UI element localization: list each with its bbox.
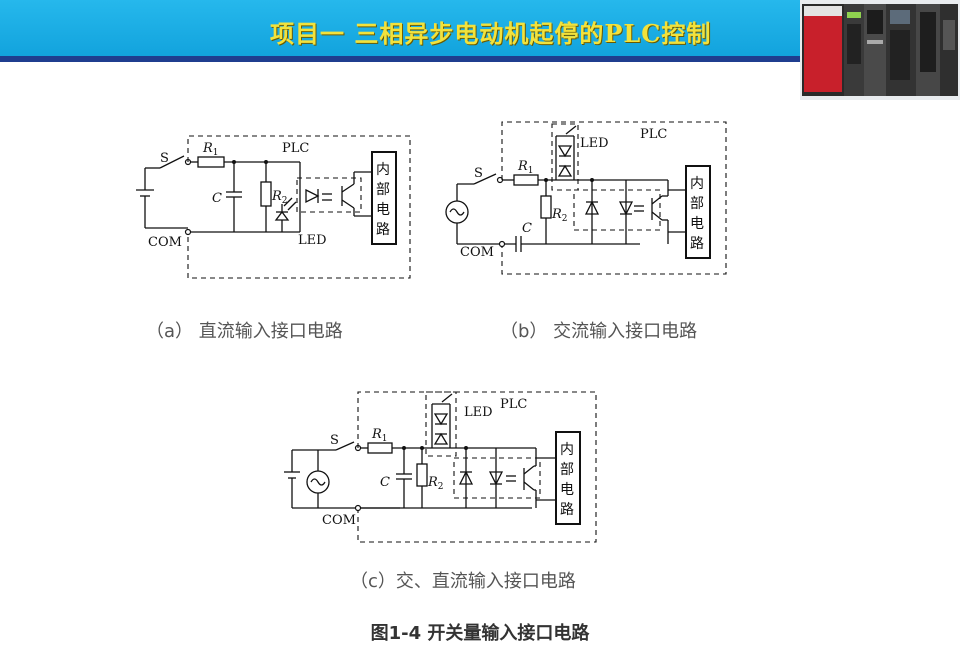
internal-circuit-box: 内 部 电 路 [371,151,397,245]
page-title: 项目一 三相异步电动机起停的PLC控制 [270,19,712,48]
svg-text:R1: R1 [517,159,534,176]
plc-boundary: PLC [498,121,727,275]
svg-text:LED: LED [464,405,493,420]
svg-text:电: 电 [560,482,574,498]
diagram-ac-input: S R1 R2 C COM LED [445,121,727,275]
diagram-acdc-input: S R1 C R2 LED [284,391,597,543]
svg-text:S: S [330,433,339,448]
battery-symbol [136,168,154,228]
svg-text:电: 电 [690,216,704,232]
ac-source-symbol [445,184,469,244]
plc-boundary: PLC COM [322,391,597,543]
svg-text:COM: COM [148,235,182,250]
led-indicator: LED [274,197,327,248]
figure-title: 图1-4 开关量输入接口电路 [370,623,590,644]
svg-text:PLC: PLC [282,141,309,156]
svg-text:路: 路 [376,222,390,238]
resistor-r2: R2 [416,446,444,508]
battery-symbol [284,450,300,508]
svg-text:R2: R2 [427,475,444,492]
led-indicator-pair: LED [425,391,493,457]
resistor-r2: R2 [260,160,288,232]
plc-boundary: PLC COM [148,135,411,279]
header-underline [0,56,800,62]
header: 项目一 三相异步电动机起停的PLC控制 [0,0,960,100]
svg-text:C: C [522,221,532,236]
svg-text:C: C [380,475,390,490]
ac-source-symbol [306,450,330,508]
capacitor-c: C [212,160,242,232]
svg-text:部: 部 [376,182,390,198]
optocoupler [573,180,686,244]
svg-text:内: 内 [560,442,574,458]
svg-text:LED: LED [580,136,609,151]
svg-text:R1: R1 [202,141,219,158]
header-bar [0,0,800,56]
svg-text:内: 内 [690,176,704,192]
optocoupler [296,162,372,232]
svg-text:S: S [160,151,169,166]
svg-text:R1: R1 [371,427,388,444]
svg-text:内: 内 [376,162,390,178]
switch-s: S [159,151,192,169]
svg-text:路: 路 [690,236,704,252]
svg-text:S: S [474,166,483,181]
caption-a: （a） 直流输入接口电路 [146,321,343,342]
capacitor-c: C [380,446,412,508]
svg-text:电: 电 [376,202,390,218]
svg-text:部: 部 [560,462,574,478]
caption-b: （b） 交流输入接口电路 [500,321,698,342]
resistor-r1: R1 [367,427,393,454]
svg-text:COM: COM [322,513,356,528]
svg-text:路: 路 [560,502,574,518]
svg-text:COM: COM [460,245,494,260]
caption-c: （c）交、直流输入接口电路 [350,571,576,592]
internal-circuit-box: 内 部 电 路 [685,165,711,259]
capacitor-c: C [457,221,640,252]
resistor-r2: R2 [540,178,568,244]
resistor-r1: R1 [513,159,539,186]
resistor-r1: R1 [197,141,225,168]
switch-s: S [330,433,362,452]
svg-text:部: 部 [690,196,704,212]
diagram-dc-input: S R1 C R2 LED [136,135,411,279]
switch-s: S [473,166,504,185]
svg-text:LED: LED [298,233,327,248]
plc-hardware-image [800,0,960,100]
svg-text:PLC: PLC [640,127,667,142]
svg-text:R2: R2 [551,207,568,224]
optocoupler [453,448,556,508]
svg-text:C: C [212,191,222,206]
svg-text:R2: R2 [271,189,288,206]
svg-text:PLC: PLC [500,397,527,412]
led-indicator-pair: LED [551,123,609,191]
internal-circuit-box: 内 部 电 路 [555,431,581,525]
